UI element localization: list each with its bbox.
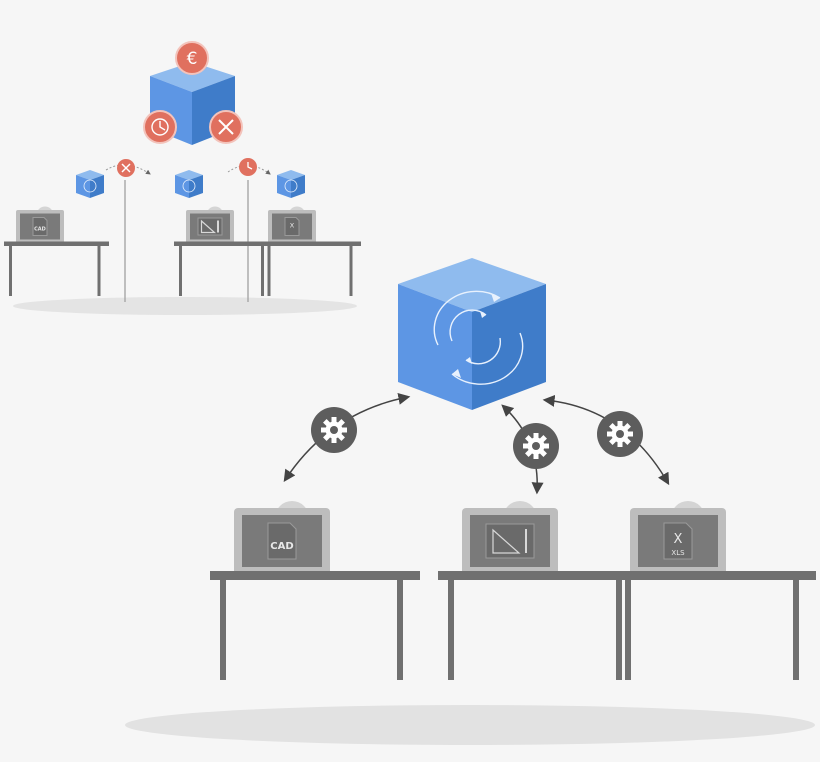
workstation: CAD xyxy=(4,206,109,296)
modern-scene: CAD X XLS xyxy=(210,258,816,680)
desk xyxy=(438,571,648,680)
file-label: X xyxy=(290,222,295,230)
desk xyxy=(210,571,420,680)
gear-icon xyxy=(597,411,643,457)
workstation xyxy=(174,206,279,296)
monitor xyxy=(186,210,234,244)
sync-icon xyxy=(433,290,524,385)
workstation: X XLS xyxy=(606,501,816,680)
clock-icon xyxy=(227,158,271,176)
small-sync-cube xyxy=(175,170,203,198)
file-label: X xyxy=(674,532,683,547)
legacy-floor-shadow xyxy=(13,297,357,315)
modern-floor-shadow xyxy=(125,705,815,745)
euro-icon: € xyxy=(175,41,209,75)
xls-file-icon: X xyxy=(284,217,300,236)
clock-icon xyxy=(143,110,177,144)
desk xyxy=(606,571,816,680)
close-icon xyxy=(209,110,243,144)
desk xyxy=(4,241,109,296)
small-sync-cube xyxy=(76,170,104,198)
gear-icon xyxy=(513,423,559,469)
sync-icon xyxy=(182,179,196,193)
cad-file-icon: CAD xyxy=(32,217,48,236)
monitor: X XLS xyxy=(630,508,726,576)
central-hub-cube xyxy=(398,258,546,410)
sync-icon xyxy=(83,179,97,193)
monitor: CAD xyxy=(16,210,64,244)
desk xyxy=(174,241,279,296)
monitor: CAD xyxy=(234,508,330,576)
euro-symbol: € xyxy=(187,49,198,69)
file-label: CAD xyxy=(34,227,46,233)
legacy-scene: € CAD X xyxy=(4,41,361,302)
monitor: X xyxy=(268,210,316,244)
workstation: X xyxy=(256,206,361,296)
file-label: CAD xyxy=(270,541,293,552)
cad-file-icon: CAD xyxy=(267,522,297,560)
sync-icon xyxy=(284,179,298,193)
workstation: CAD xyxy=(210,501,420,680)
file-sublabel: XLS xyxy=(671,549,685,557)
gear-icon xyxy=(311,407,357,453)
drawing-file-icon xyxy=(485,523,535,559)
close-icon xyxy=(105,159,151,177)
monitor xyxy=(462,508,558,576)
small-sync-cube xyxy=(277,170,305,198)
xls-file-icon: X XLS xyxy=(663,522,693,560)
workstation xyxy=(438,501,648,680)
desk xyxy=(256,241,361,296)
drawing-file-icon xyxy=(197,217,223,236)
